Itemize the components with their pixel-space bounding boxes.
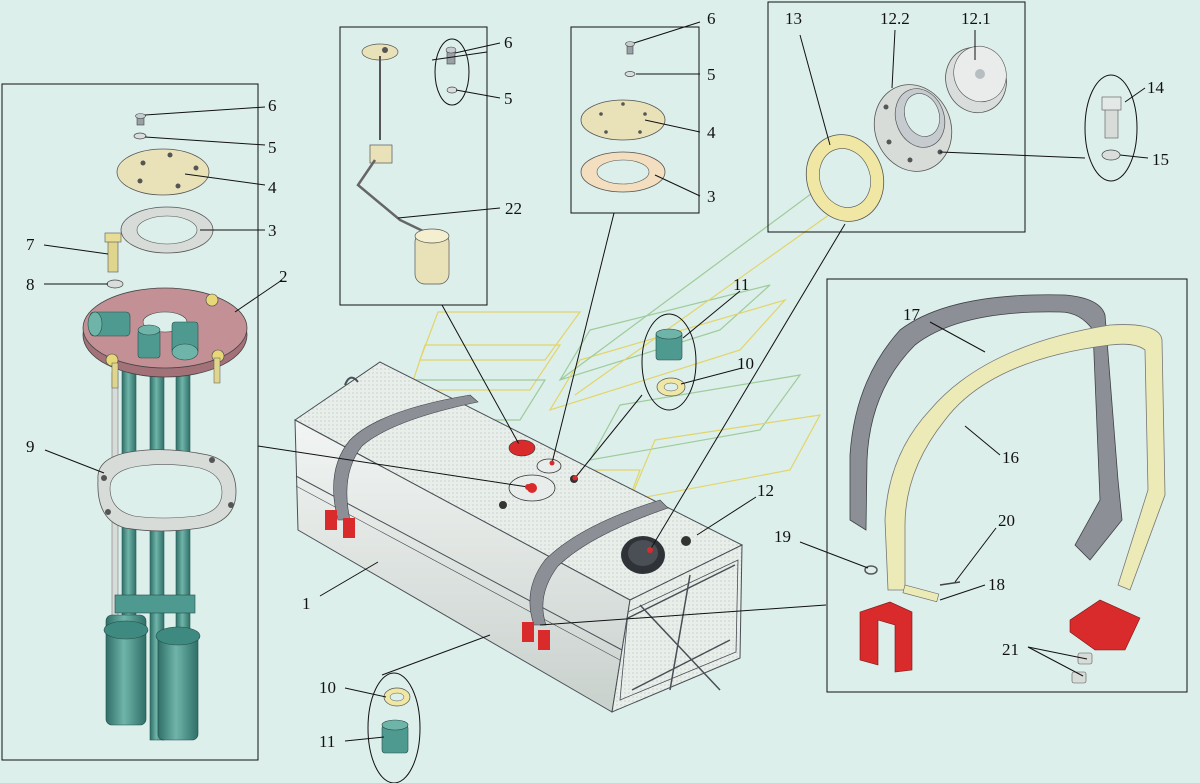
- washer-10-top: [656, 377, 686, 397]
- washer-10-bottom: [383, 687, 411, 707]
- neck-flange-12-2: [873, 84, 953, 172]
- frame-level-sensor: [339, 26, 488, 306]
- gasket-9: [97, 449, 237, 532]
- frame-fuel-intake-assembly: [1, 83, 259, 761]
- callout-15: 15: [1152, 150, 1169, 169]
- ring-19: [864, 565, 878, 575]
- callout-7: 7: [26, 235, 35, 254]
- washer-15: [1101, 149, 1121, 161]
- drain-plug-11-bottom: [381, 719, 409, 754]
- detail-oval-drain-plug: [367, 672, 421, 783]
- pointer-arrowheads: [517, 443, 653, 553]
- callout-12: 12: [757, 481, 774, 500]
- gasket-3-right: [580, 151, 666, 193]
- callout-22: 22: [505, 199, 522, 218]
- pin-20: [939, 581, 961, 586]
- callout-12-1: 12.1: [961, 9, 991, 28]
- callout-11: 11: [733, 275, 749, 294]
- frame-mounting-straps: [826, 278, 1188, 693]
- screw-6-right: [625, 41, 635, 55]
- cover-plate-4-right: [580, 99, 666, 141]
- frame-cover-plate: [570, 26, 700, 214]
- callout-1: 1: [302, 594, 311, 613]
- callout-labels: 6 5 4 3 7 8 2 9 6 5 22 6 5 4 3 13 12.2 1…: [26, 9, 1169, 751]
- leader-lines: [43, 21, 1149, 742]
- callout-14: 14: [1147, 78, 1165, 97]
- strap-16: [884, 324, 1166, 591]
- callout-11: 11: [319, 732, 335, 751]
- callout-17: 17: [903, 305, 921, 324]
- washer-8: [106, 279, 124, 289]
- drain-plug-11-top: [655, 328, 683, 361]
- frame-filler-neck: [767, 1, 1026, 233]
- strap-17: [849, 294, 1123, 561]
- callout-5: 5: [268, 138, 277, 157]
- callout-12-2: 12.2: [880, 9, 910, 28]
- callout-4: 4: [268, 178, 277, 197]
- callout-5: 5: [504, 89, 513, 108]
- level-sensor-22: [356, 43, 450, 285]
- fuel-tank-1: [294, 361, 744, 713]
- filter-canisters: [103, 614, 201, 741]
- cap-12-1: [945, 45, 1007, 114]
- detail-oval-bolt-washer: [1084, 74, 1138, 182]
- callout-6: 6: [268, 96, 277, 115]
- callout-10: 10: [319, 678, 336, 697]
- callout-18: 18: [988, 575, 1005, 594]
- callout-6: 6: [707, 9, 716, 28]
- detail-oval-top-plug: [641, 313, 697, 411]
- bolt-14: [1101, 96, 1122, 139]
- tube-clamp: [114, 594, 196, 614]
- washer-5-left: [133, 132, 147, 140]
- callout-3: 3: [707, 187, 716, 206]
- screw-6-left: [135, 113, 146, 126]
- screw-6-mid: [445, 46, 457, 65]
- callout-5: 5: [707, 65, 716, 84]
- bolt-18: [902, 584, 940, 603]
- callout-3: 3: [268, 221, 277, 240]
- callout-4: 4: [707, 123, 716, 142]
- callout-10: 10: [737, 354, 754, 373]
- washer-5-mid: [446, 86, 458, 94]
- gasket-13: [805, 134, 885, 222]
- bracket-right-red: [1069, 599, 1141, 651]
- callout-8: 8: [26, 275, 35, 294]
- callout-19: 19: [774, 527, 791, 546]
- callout-2: 2: [279, 267, 288, 286]
- callout-13: 13: [785, 9, 802, 28]
- callout-6: 6: [504, 33, 513, 52]
- detail-oval-screw-washer-mid: [434, 38, 470, 106]
- flange-2: [82, 287, 248, 389]
- bracket-left-red: [859, 601, 913, 673]
- washer-5-right: [624, 71, 636, 77]
- callout-21: 21: [1002, 640, 1019, 659]
- gasket-3-left: [120, 206, 214, 254]
- callout-9: 9: [26, 437, 35, 456]
- bolt-7: [104, 232, 122, 273]
- callout-16: 16: [1002, 448, 1019, 467]
- callout-20: 20: [998, 511, 1015, 530]
- cover-plate-4-left: [116, 148, 210, 196]
